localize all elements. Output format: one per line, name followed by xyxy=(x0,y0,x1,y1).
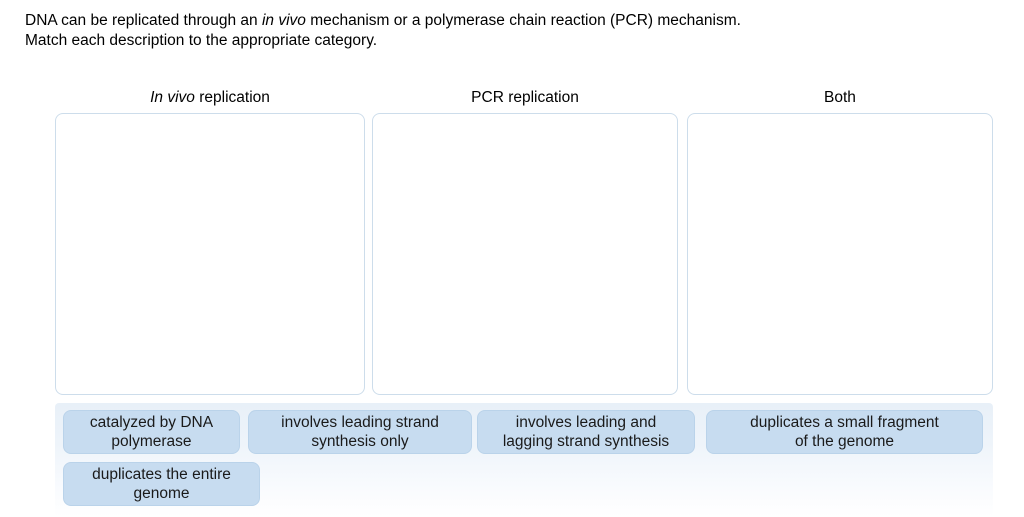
column-header-pcr-replication: PCR replication xyxy=(471,89,579,106)
question-instructions: DNA can be replicated through an in vivo… xyxy=(25,11,1010,51)
chip-catalyzed-by-dna-polymerase[interactable]: catalyzed by DNA polymerase xyxy=(63,410,240,454)
instructions-line-1: DNA can be replicated through an in vivo… xyxy=(25,12,741,29)
chip-duplicates-a-small-fragment-of-the-genome[interactable]: duplicates a small fragment of the genom… xyxy=(706,410,983,454)
dropzone-pcr-replication[interactable] xyxy=(372,113,678,395)
chip-involves-leading-strand-synthesis-only[interactable]: involves leading strand synthesis only xyxy=(248,410,472,454)
in-vivo-italic-text: in vivo xyxy=(261,12,306,29)
chip-duplicates-the-entire-genome[interactable]: duplicates the entire genome xyxy=(63,462,260,506)
dropzone-in-vivo-replication[interactable] xyxy=(55,113,365,395)
column-header-in-vivo-replication: In vivo replication xyxy=(150,89,270,106)
instructions-line-2: Match each description to the appropriat… xyxy=(25,32,378,49)
column-header-both: Both xyxy=(824,89,856,106)
dropzone-both[interactable] xyxy=(687,113,993,395)
chip-involves-leading-and-lagging-strand-synthesis[interactable]: involves leading and lagging strand synt… xyxy=(477,410,695,454)
